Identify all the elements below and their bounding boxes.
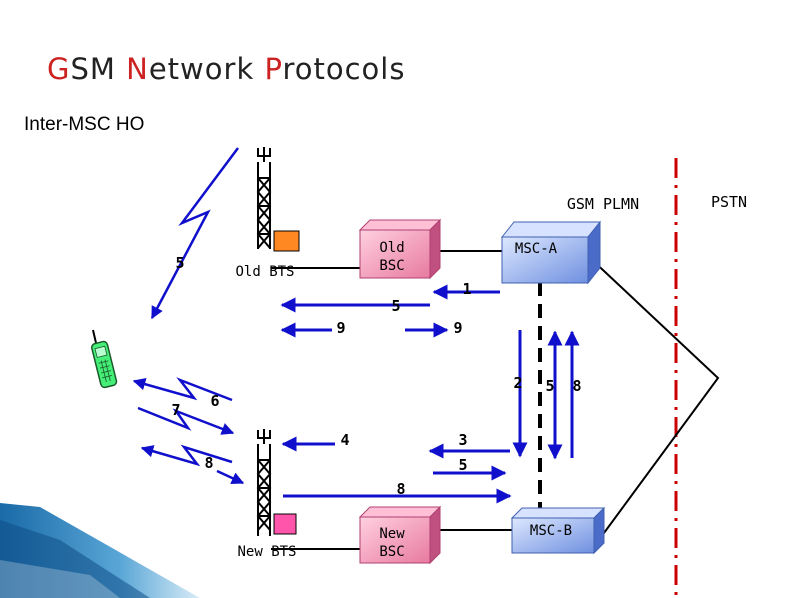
step-label-5-radio: 5 xyxy=(175,254,184,272)
step-label-4: 4 xyxy=(340,431,349,449)
old-bts-tower-icon xyxy=(256,147,272,249)
page-title: GSM Network Protocols xyxy=(47,52,405,86)
subtitle: Inter-MSC HO xyxy=(24,114,145,135)
old-bts-label: Old BTS xyxy=(235,264,294,280)
step-label-8-msc: 8 xyxy=(572,377,581,395)
step-label-8-radio: 8 xyxy=(204,454,213,472)
radio-arrow-ho-access-up xyxy=(137,406,235,435)
decorative-corner xyxy=(0,503,200,598)
old-bts-equipment xyxy=(273,230,300,252)
new-bsc-box xyxy=(358,505,442,565)
step-label-5-bsc: 5 xyxy=(391,297,400,315)
title-initial-p: P xyxy=(264,52,283,86)
msc-b-label: MSC-B xyxy=(530,523,572,539)
pstn-link-line xyxy=(587,255,720,553)
step-label-7: 7 xyxy=(171,401,180,419)
radio-arrow-ho-complete xyxy=(216,469,245,485)
msc-b-box xyxy=(510,506,606,555)
msc-a-label: MSC-A xyxy=(515,241,558,257)
step-label-6: 6 xyxy=(210,392,219,410)
old-bsc-label-2: BSC xyxy=(379,258,404,274)
msc-a-box xyxy=(500,220,602,285)
new-bsc-label-2: BSC xyxy=(379,544,404,560)
gsm-plmn-label: GSM PLMN xyxy=(567,195,639,213)
title-part-rotocols: rotocols xyxy=(282,52,406,86)
new-bts-label: New BTS xyxy=(237,544,296,560)
step-label-9-left: 9 xyxy=(336,319,345,337)
title-part-sm: SM xyxy=(70,52,127,86)
step-label-1: 1 xyxy=(462,280,471,298)
old-bsc-box xyxy=(358,218,442,280)
step-label-8-bsc: 8 xyxy=(396,480,405,498)
title-part-etwork: etwork xyxy=(148,52,265,86)
radio-arrow-phys-info xyxy=(140,444,233,467)
radio-arrow-ho-access xyxy=(132,377,233,402)
title-initial-g: G xyxy=(47,52,71,86)
step-label-5-mscb: 5 xyxy=(458,456,467,474)
pstn-label: PSTN xyxy=(711,193,747,211)
new-bsc-label-1: New xyxy=(379,526,405,542)
step-label-5-msca: 5 xyxy=(545,377,554,395)
new-bts-tower-icon xyxy=(256,429,272,536)
old-bsc-label-1: Old xyxy=(379,240,404,256)
radio-arrow-ho-command xyxy=(150,147,240,320)
title-initial-n: N xyxy=(126,52,149,86)
mobile-phone-icon xyxy=(91,329,118,389)
step-label-2: 2 xyxy=(513,374,522,392)
step-label-3: 3 xyxy=(458,431,467,449)
step-label-9-right: 9 xyxy=(453,319,462,337)
new-bts-equipment xyxy=(273,513,297,535)
